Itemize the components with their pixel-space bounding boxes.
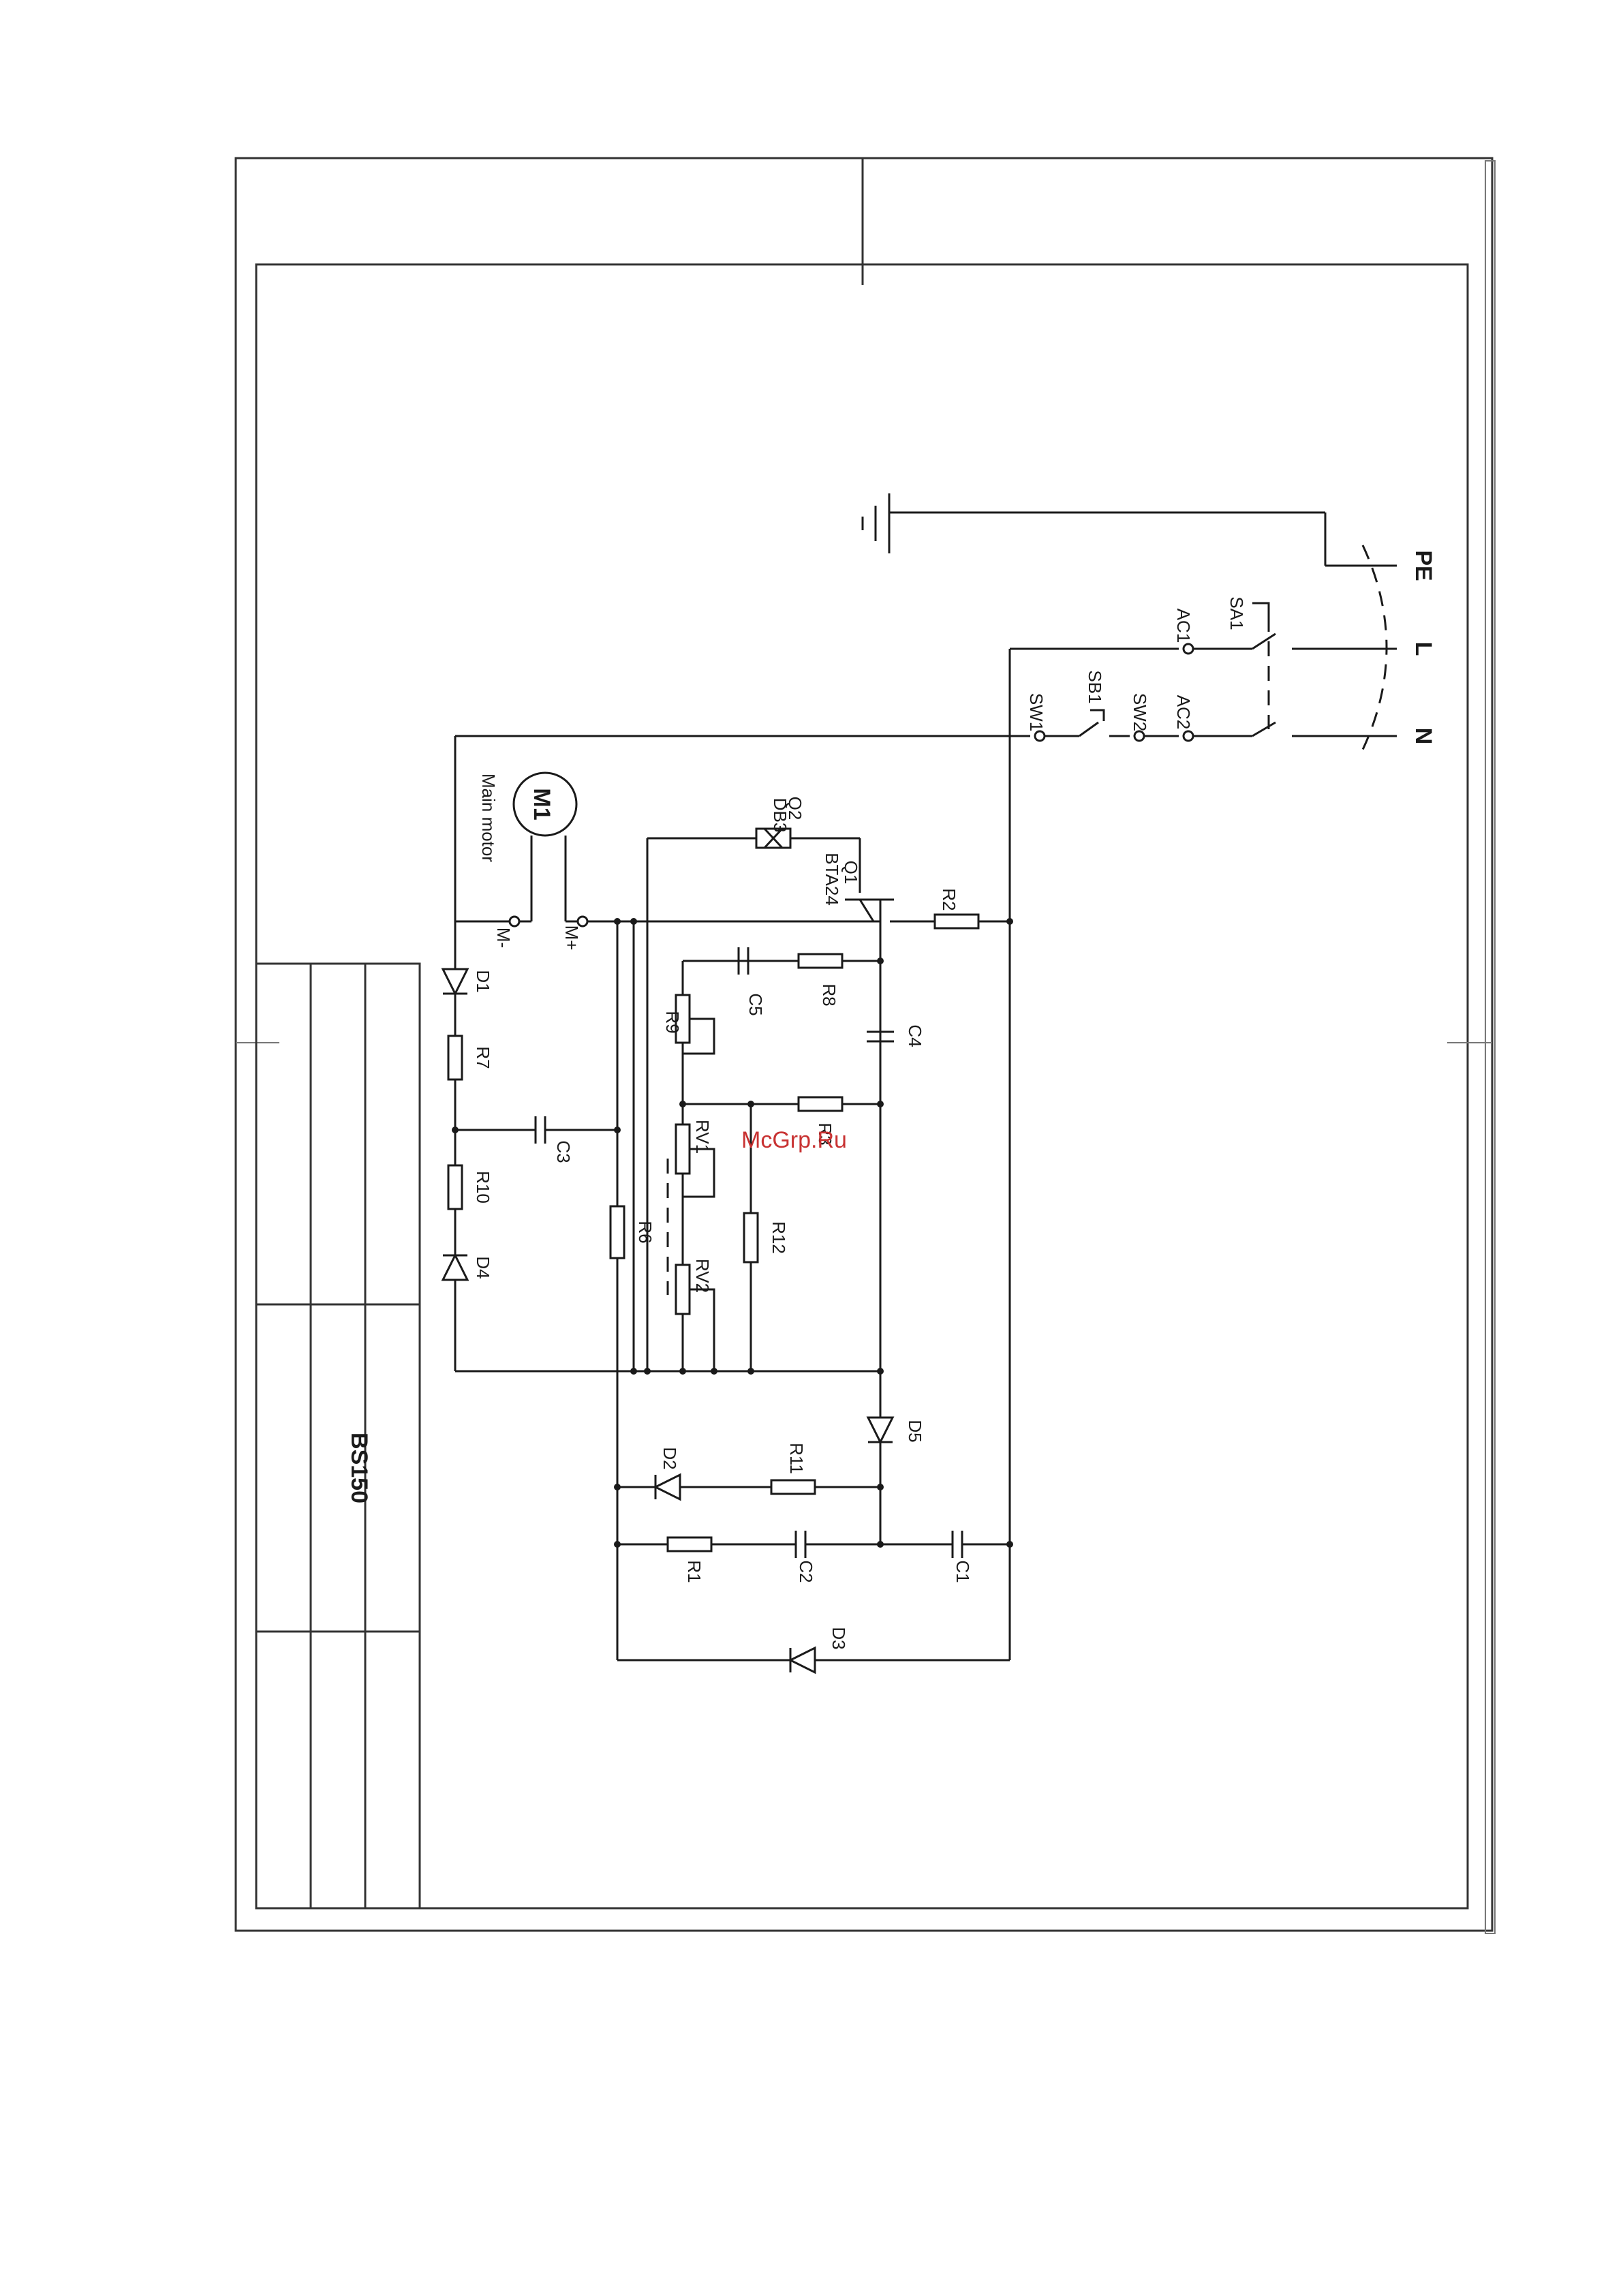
sb1-label: SB1 [1085,670,1105,703]
m1-label: M1 [529,788,555,820]
terminal-pe-label: PE [1410,550,1436,581]
n-line [455,649,1397,1642]
r8-label: R8 [819,983,839,1006]
motor-m1 [455,736,880,926]
d1-label: D1 [473,970,493,992]
m-plus-label: M+ [561,925,582,951]
c3-label: C3 [553,1140,574,1163]
rv1-label: RV1 [692,1120,713,1154]
r6-branch [610,838,647,1371]
r2-label: R2 [939,888,959,910]
sw1-label: SW1 [1026,693,1047,731]
sw2-label: SW2 [1130,693,1150,731]
drawing-frame [236,158,1495,1933]
d3-label: D3 [829,1627,849,1649]
q2-sub-label: DB3 [770,798,790,833]
rv2-label: RV2 [692,1259,713,1293]
title-block: BS150 [256,964,420,1908]
r7-label: R7 [473,1046,493,1069]
r9-label: R9 [662,1011,683,1033]
r11-label: R11 [786,1443,807,1474]
r6-label: R6 [635,1221,655,1243]
c2-label: C2 [796,1560,816,1582]
lower-network [614,1371,1013,1672]
ac1-label: AC1 [1173,609,1194,643]
terminal-n-label: N [1410,728,1436,745]
watermark: McGrp.Ru [741,1127,847,1153]
l-line [1010,603,1397,729]
main-motor-label: Main motor [478,774,499,862]
ac2-label: AC2 [1173,695,1194,730]
pe-ground [863,493,1397,566]
d4-label: D4 [473,1256,493,1279]
r1-label: R1 [684,1560,705,1582]
c1-label: C1 [953,1560,973,1582]
c4-label: C4 [905,1024,925,1047]
c5-label: C5 [745,993,766,1015]
d2-label: D2 [660,1447,680,1469]
model-label: BS150 [346,1433,372,1503]
sa1-label: SA1 [1226,596,1247,630]
terminal-l-label: L [1410,642,1436,656]
r12-label: R12 [769,1221,789,1254]
d5-label: D5 [905,1420,925,1442]
r10-label: R10 [473,1171,493,1204]
q1-label: Q1 [841,861,861,885]
cable-boundary [1363,545,1387,750]
bta24-label: BTA24 [822,853,842,906]
m-minus-label: M- [493,928,514,948]
